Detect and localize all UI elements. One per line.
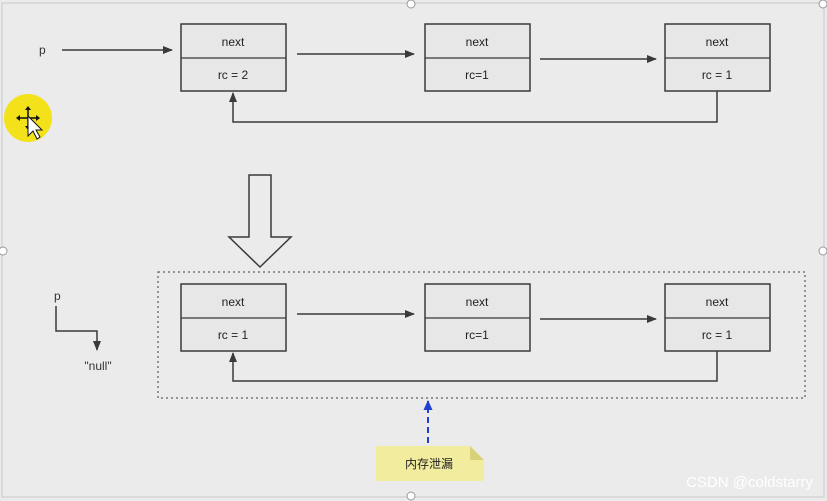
node-rc-field: rc = 2	[218, 68, 249, 82]
memory-leak-label: 内存泄漏	[405, 457, 453, 471]
node-rc-field: rc = 1	[218, 328, 249, 342]
null-label: "null"	[84, 359, 111, 373]
bottom-pointer-arrow	[55, 306, 101, 351]
bottom-cycle-link	[229, 351, 718, 382]
frame-handle-bottom[interactable]	[406, 491, 416, 501]
frame-handle-right[interactable]	[818, 246, 827, 256]
frame-handle-top[interactable]	[406, 0, 416, 9]
leaked-group-outline	[157, 271, 806, 399]
bottom-pointer-label: p	[54, 289, 61, 303]
node-next-field: next	[706, 35, 729, 49]
cursor-highlight	[4, 94, 52, 142]
memory-leak-note: 内存泄漏	[376, 446, 484, 481]
watermark-text: CSDN @coldstarry	[686, 474, 813, 491]
bottom-node-1: next rc = 1	[180, 283, 287, 352]
frame-handle-left[interactable]	[0, 246, 8, 256]
transition-down-arrow	[227, 174, 293, 269]
node-rc-field: rc=1	[465, 68, 489, 82]
node-rc-field: rc = 1	[702, 68, 733, 82]
bottom-node-3: next rc = 1	[664, 283, 771, 352]
node-next-field: next	[222, 295, 245, 309]
node-rc-field: rc = 1	[702, 328, 733, 342]
move-cursor-icon	[16, 106, 44, 140]
top-pointer-label: p	[39, 43, 46, 57]
node-next-field: next	[466, 295, 489, 309]
top-node-3: next rc = 1	[664, 23, 771, 92]
node-next-field: next	[466, 35, 489, 49]
top-node-2: next rc=1	[424, 23, 531, 92]
top-cycle-link	[229, 91, 718, 123]
top-node-1: next rc = 2	[180, 23, 287, 92]
node-rc-field: rc=1	[465, 328, 489, 342]
frame-handle-top-right[interactable]	[818, 0, 827, 9]
node-next-field: next	[706, 295, 729, 309]
node-next-field: next	[222, 35, 245, 49]
bottom-node-2: next rc=1	[424, 283, 531, 352]
